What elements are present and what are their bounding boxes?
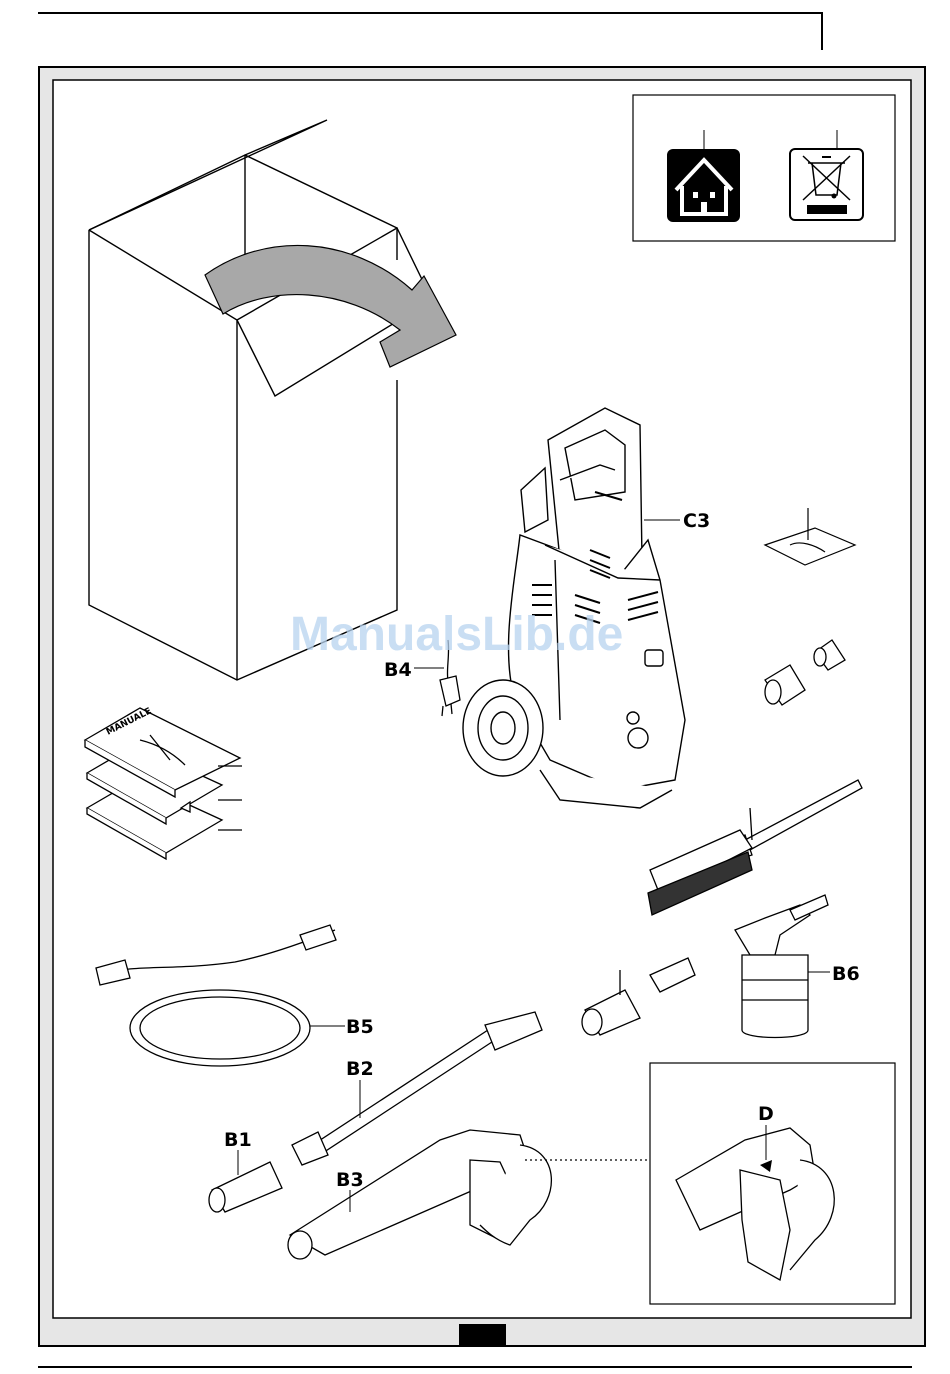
label-c3: C3 (683, 510, 710, 532)
label-d: D (758, 1103, 774, 1125)
symbols-box (633, 95, 895, 241)
label-b2: B2 (346, 1058, 374, 1080)
label-b4: B4 (384, 659, 412, 681)
watermark: ManualsLib.de (290, 608, 623, 661)
page-header-rule (38, 13, 822, 50)
label-b1: B1 (224, 1129, 252, 1151)
label-b5: B5 (346, 1016, 374, 1038)
page-number-block (459, 1324, 506, 1346)
label-b3: B3 (336, 1169, 364, 1191)
trigger-lock-detail (650, 1063, 895, 1304)
label-b6: B6 (832, 963, 860, 985)
